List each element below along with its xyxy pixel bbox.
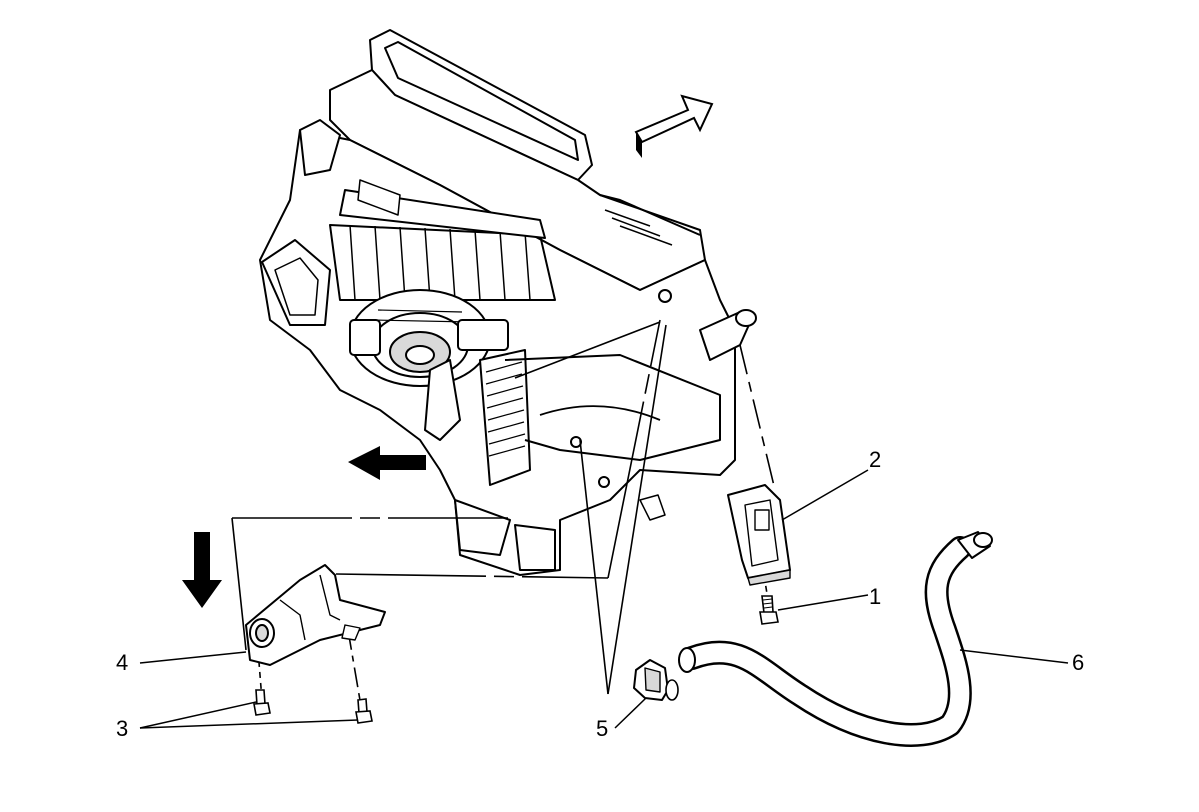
callout-5: 5 xyxy=(596,716,609,741)
drain-hose xyxy=(678,531,993,747)
evaporator-core xyxy=(479,349,531,486)
callout-3: 3 xyxy=(116,716,129,741)
callout-4: 4 xyxy=(116,650,129,675)
fastener xyxy=(759,595,779,625)
screws xyxy=(253,689,373,724)
housing-body xyxy=(259,129,736,576)
direction-arrow-left xyxy=(348,446,426,480)
hvac-module xyxy=(259,29,757,576)
leader-lines xyxy=(139,469,1069,729)
callout-6: 6 xyxy=(1072,650,1085,675)
bracket xyxy=(727,484,791,586)
clip xyxy=(633,659,679,701)
direction-arrow-down xyxy=(182,532,222,608)
cover xyxy=(245,564,386,666)
direction-arrow-up-right xyxy=(634,94,714,158)
callout-2: 2 xyxy=(869,447,882,472)
callout-1: 1 xyxy=(869,584,882,609)
